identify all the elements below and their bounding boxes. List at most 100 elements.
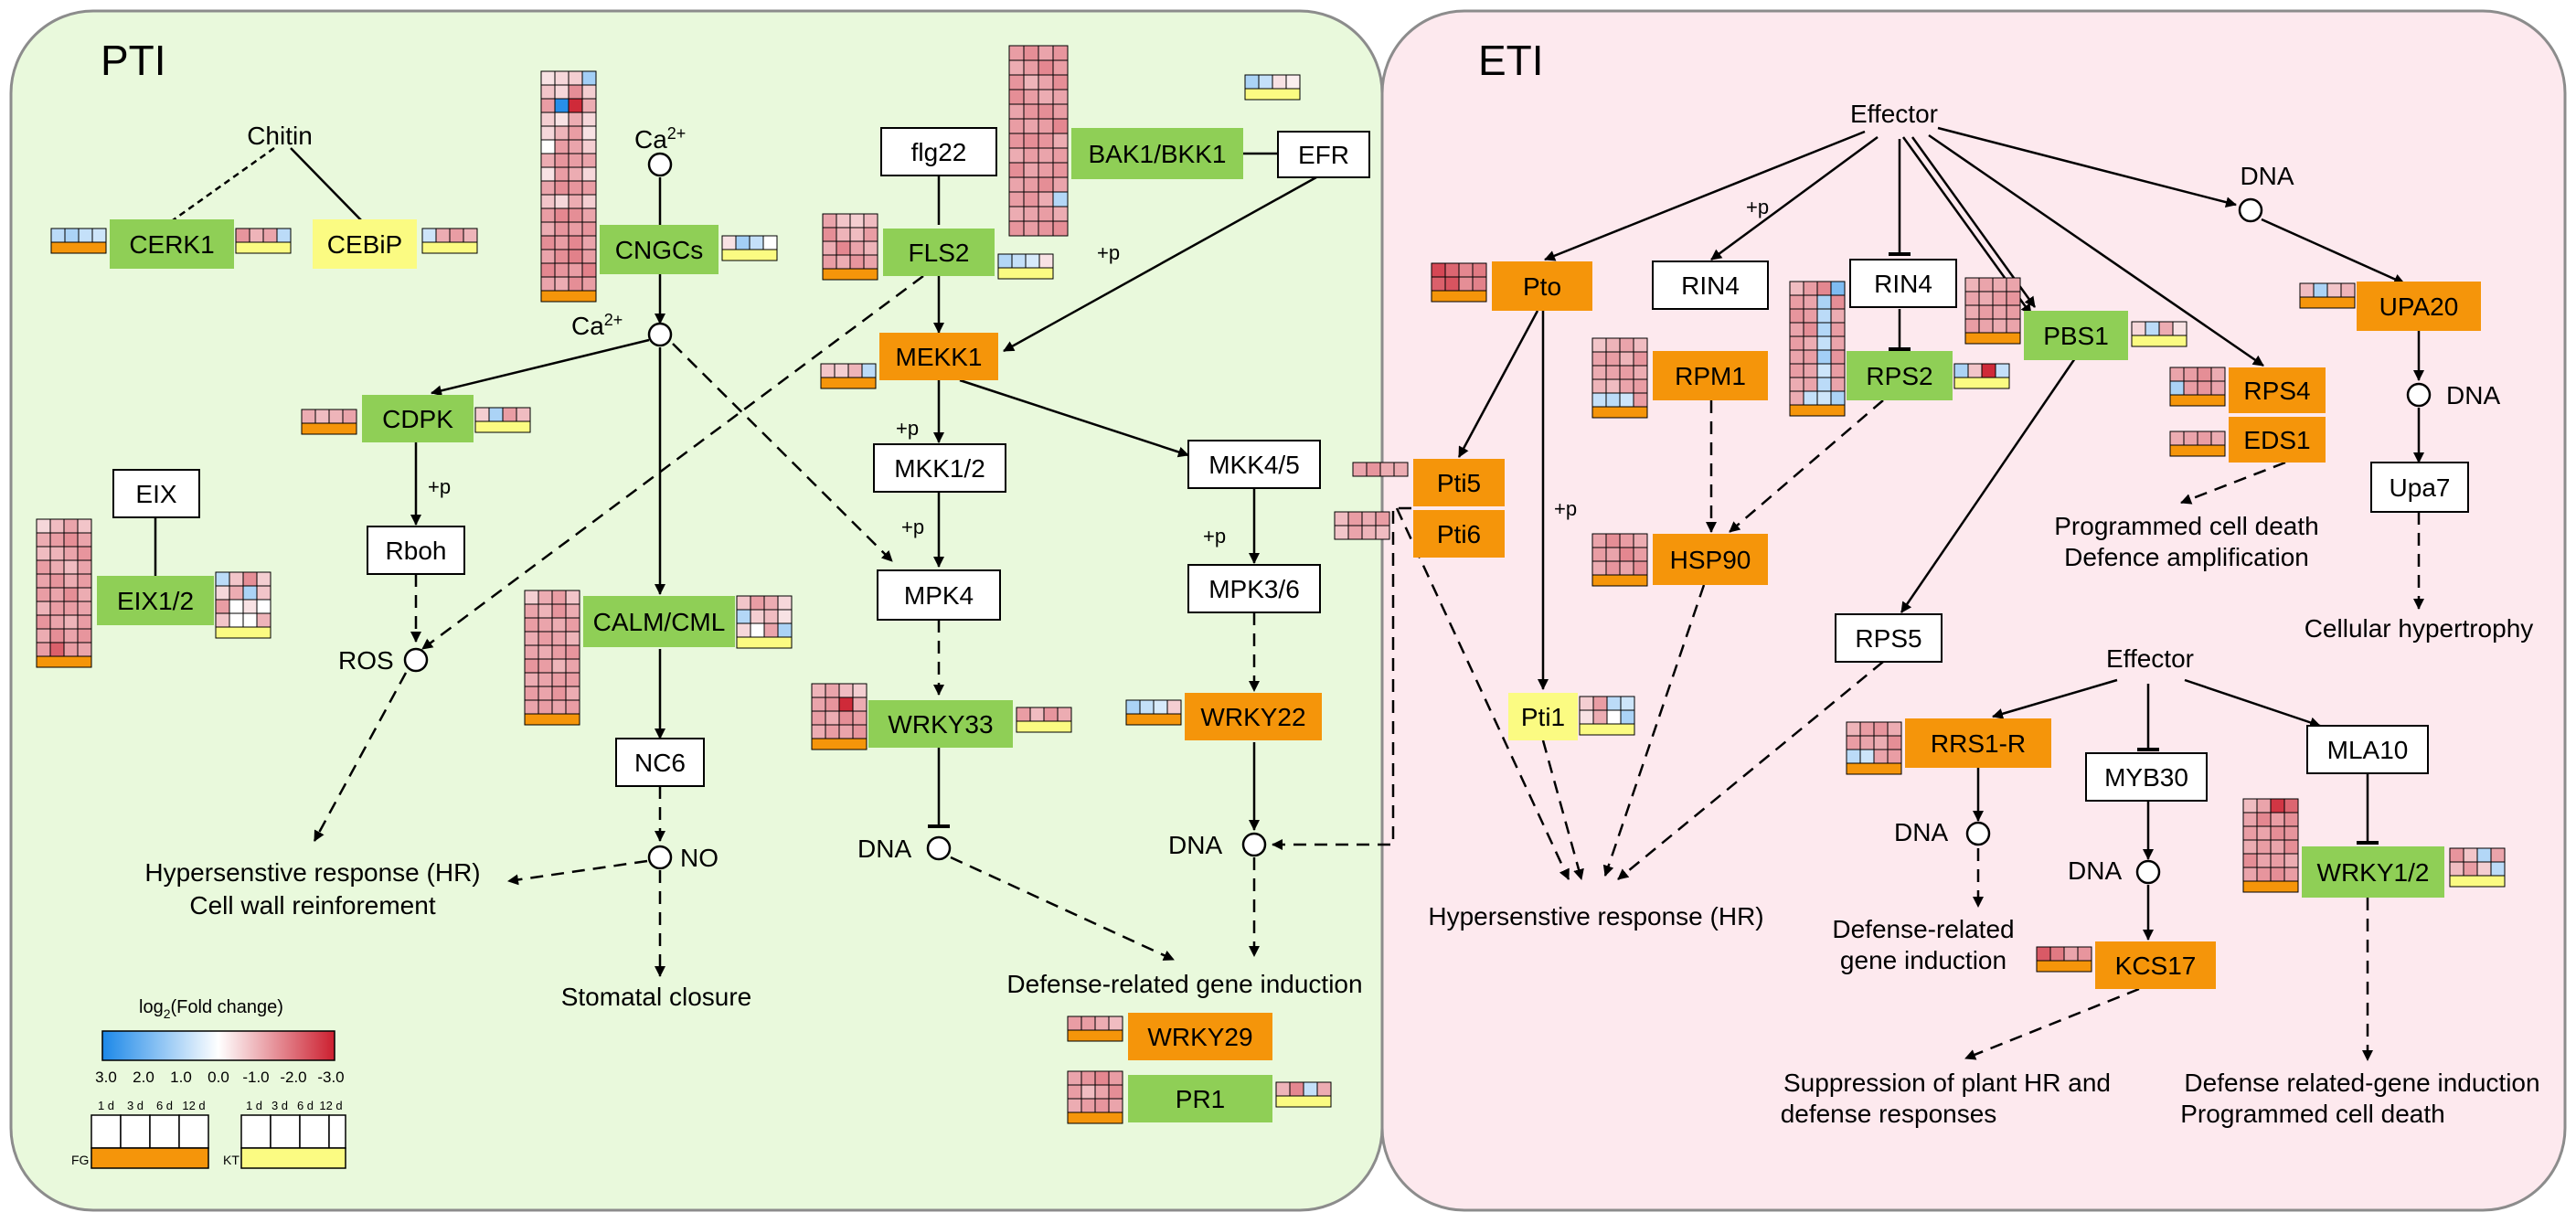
heatmap-cell [2299, 282, 2315, 298]
heatmap-cell [1846, 721, 1861, 737]
supp-label-1: Suppression of plant HR and [1783, 1069, 2111, 1097]
heatmap-cell [1830, 322, 1846, 337]
pto-label: Pto [1523, 272, 1561, 301]
legend-tick-label: 2.0 [133, 1069, 154, 1086]
edge-pbs1-rps5 [1900, 357, 2077, 613]
no-node [647, 845, 673, 870]
wrky22-label: WRKY22 [1200, 703, 1305, 731]
heatmap-cell [1591, 365, 1607, 380]
heatmap-cell [1830, 349, 1846, 365]
heatmap-cell [449, 228, 464, 243]
heatmap-cell [1361, 511, 1377, 526]
heatmap-cell [2242, 812, 2258, 827]
heatmap-cell [63, 601, 79, 616]
heatmap-cell [1830, 390, 1846, 406]
rin4a-box [1652, 261, 1769, 310]
wrky29-box [1128, 1013, 1272, 1060]
heatmap-cell [2449, 861, 2464, 877]
flg22-label: flg22 [911, 138, 967, 166]
heatmap-cell [77, 587, 92, 602]
heatmap-cell [568, 166, 583, 182]
heatmap-cell [1591, 547, 1607, 562]
edge-pti-hr [1395, 507, 1570, 880]
heatmap-cell [735, 235, 750, 250]
wrky12-label: WRKY1/2 [2317, 858, 2430, 887]
heatmap-cell [1619, 560, 1634, 576]
heatmap-cell [1789, 377, 1804, 392]
heatmap-cell [1038, 206, 1054, 222]
heatmap-cell [36, 587, 51, 602]
heatmap-bak1 [1008, 45, 1069, 237]
heatmap-cell [1591, 378, 1607, 394]
heatmap-pr1 [1067, 1070, 1123, 1124]
heatmap-cell [1080, 1098, 1096, 1113]
heatmap-cell [861, 363, 877, 378]
heatmap-cell [1038, 89, 1054, 105]
nc6-label: NC6 [634, 749, 686, 777]
rps2-box [1847, 351, 1953, 400]
heatmap-cell [822, 227, 837, 242]
heatmap-cell [2006, 318, 2021, 334]
heatmap-cell [2210, 380, 2226, 396]
heatmap-cell [750, 609, 765, 624]
heatmap-cell [2256, 839, 2272, 855]
heatmap-cell [551, 590, 567, 605]
heatmap-cell [1023, 118, 1039, 134]
pbs1-label: PBS1 [2043, 322, 2109, 350]
eix-box [112, 469, 200, 518]
heatmap-cell [1052, 191, 1069, 207]
edge-effector-pto [1544, 130, 1866, 261]
heatmap-cell [49, 628, 65, 643]
heatmap-cell [1008, 191, 1025, 207]
wrky29-label: WRKY29 [1147, 1023, 1252, 1051]
def-pcd-label-1: Defense related-gene induction [2184, 1069, 2539, 1097]
heatmap-cell [763, 622, 779, 638]
heatmap-cell [1964, 291, 1980, 306]
heatmap-kcs17 [2036, 946, 2092, 973]
pti1-label: Pti1 [1521, 703, 1565, 731]
heatmap-cell [1052, 118, 1069, 134]
heatmap-cell [2283, 825, 2299, 841]
heatmap-cell [64, 228, 80, 243]
heatmap-bar [1244, 88, 1301, 101]
heatmap-cell [2197, 367, 2212, 382]
upa20-box [2357, 282, 2481, 331]
heatmap-cell [1008, 176, 1025, 193]
heatmap-cell [863, 213, 878, 229]
mpk36-box [1187, 564, 1321, 613]
heatmap-cerk1 [50, 228, 107, 254]
heatmap-cell [2256, 853, 2272, 868]
heatmap-cell [554, 221, 569, 237]
eix12-box [97, 576, 214, 625]
heatmap-cell [863, 254, 878, 270]
dna-myb-node [2135, 859, 2161, 885]
heatmap-cell [1258, 74, 1273, 90]
heatmap-cell [721, 235, 737, 250]
heatmap-cell [2036, 946, 2051, 962]
heatmap-bar [997, 267, 1054, 280]
heatmap-cell [565, 603, 580, 619]
heatmap-cell [1619, 351, 1634, 367]
heatmap-cell [63, 532, 79, 548]
heatmap-cell [1995, 363, 2010, 378]
edge-pto-pti5 [1457, 310, 1539, 458]
heatmap-cell [538, 658, 553, 674]
heatmap-cell [568, 84, 583, 100]
cebip-box [313, 219, 417, 269]
heatmap-cell [2145, 321, 2160, 336]
legend-kt-label: KT [223, 1153, 240, 1167]
rrs1r-label: RRS1-R [1931, 729, 2026, 758]
legend-day-kt: 3 d [271, 1099, 288, 1112]
heatmap-cell [1992, 304, 2007, 320]
heatmap-cell [1023, 162, 1039, 178]
p-rin4-label: +p [1746, 196, 1769, 218]
heatmap-cell [36, 642, 51, 657]
heatmap-rps2-kt [1953, 363, 2010, 389]
heatmap-cell [1873, 735, 1889, 750]
cerk1-label: CERK1 [129, 230, 214, 259]
kcs17-label: KCS17 [2115, 952, 2197, 980]
heatmap-cell [1375, 511, 1390, 526]
heatmap-cell [77, 559, 92, 575]
def-pcd-label-2: Programmed cell death [2180, 1100, 2444, 1128]
